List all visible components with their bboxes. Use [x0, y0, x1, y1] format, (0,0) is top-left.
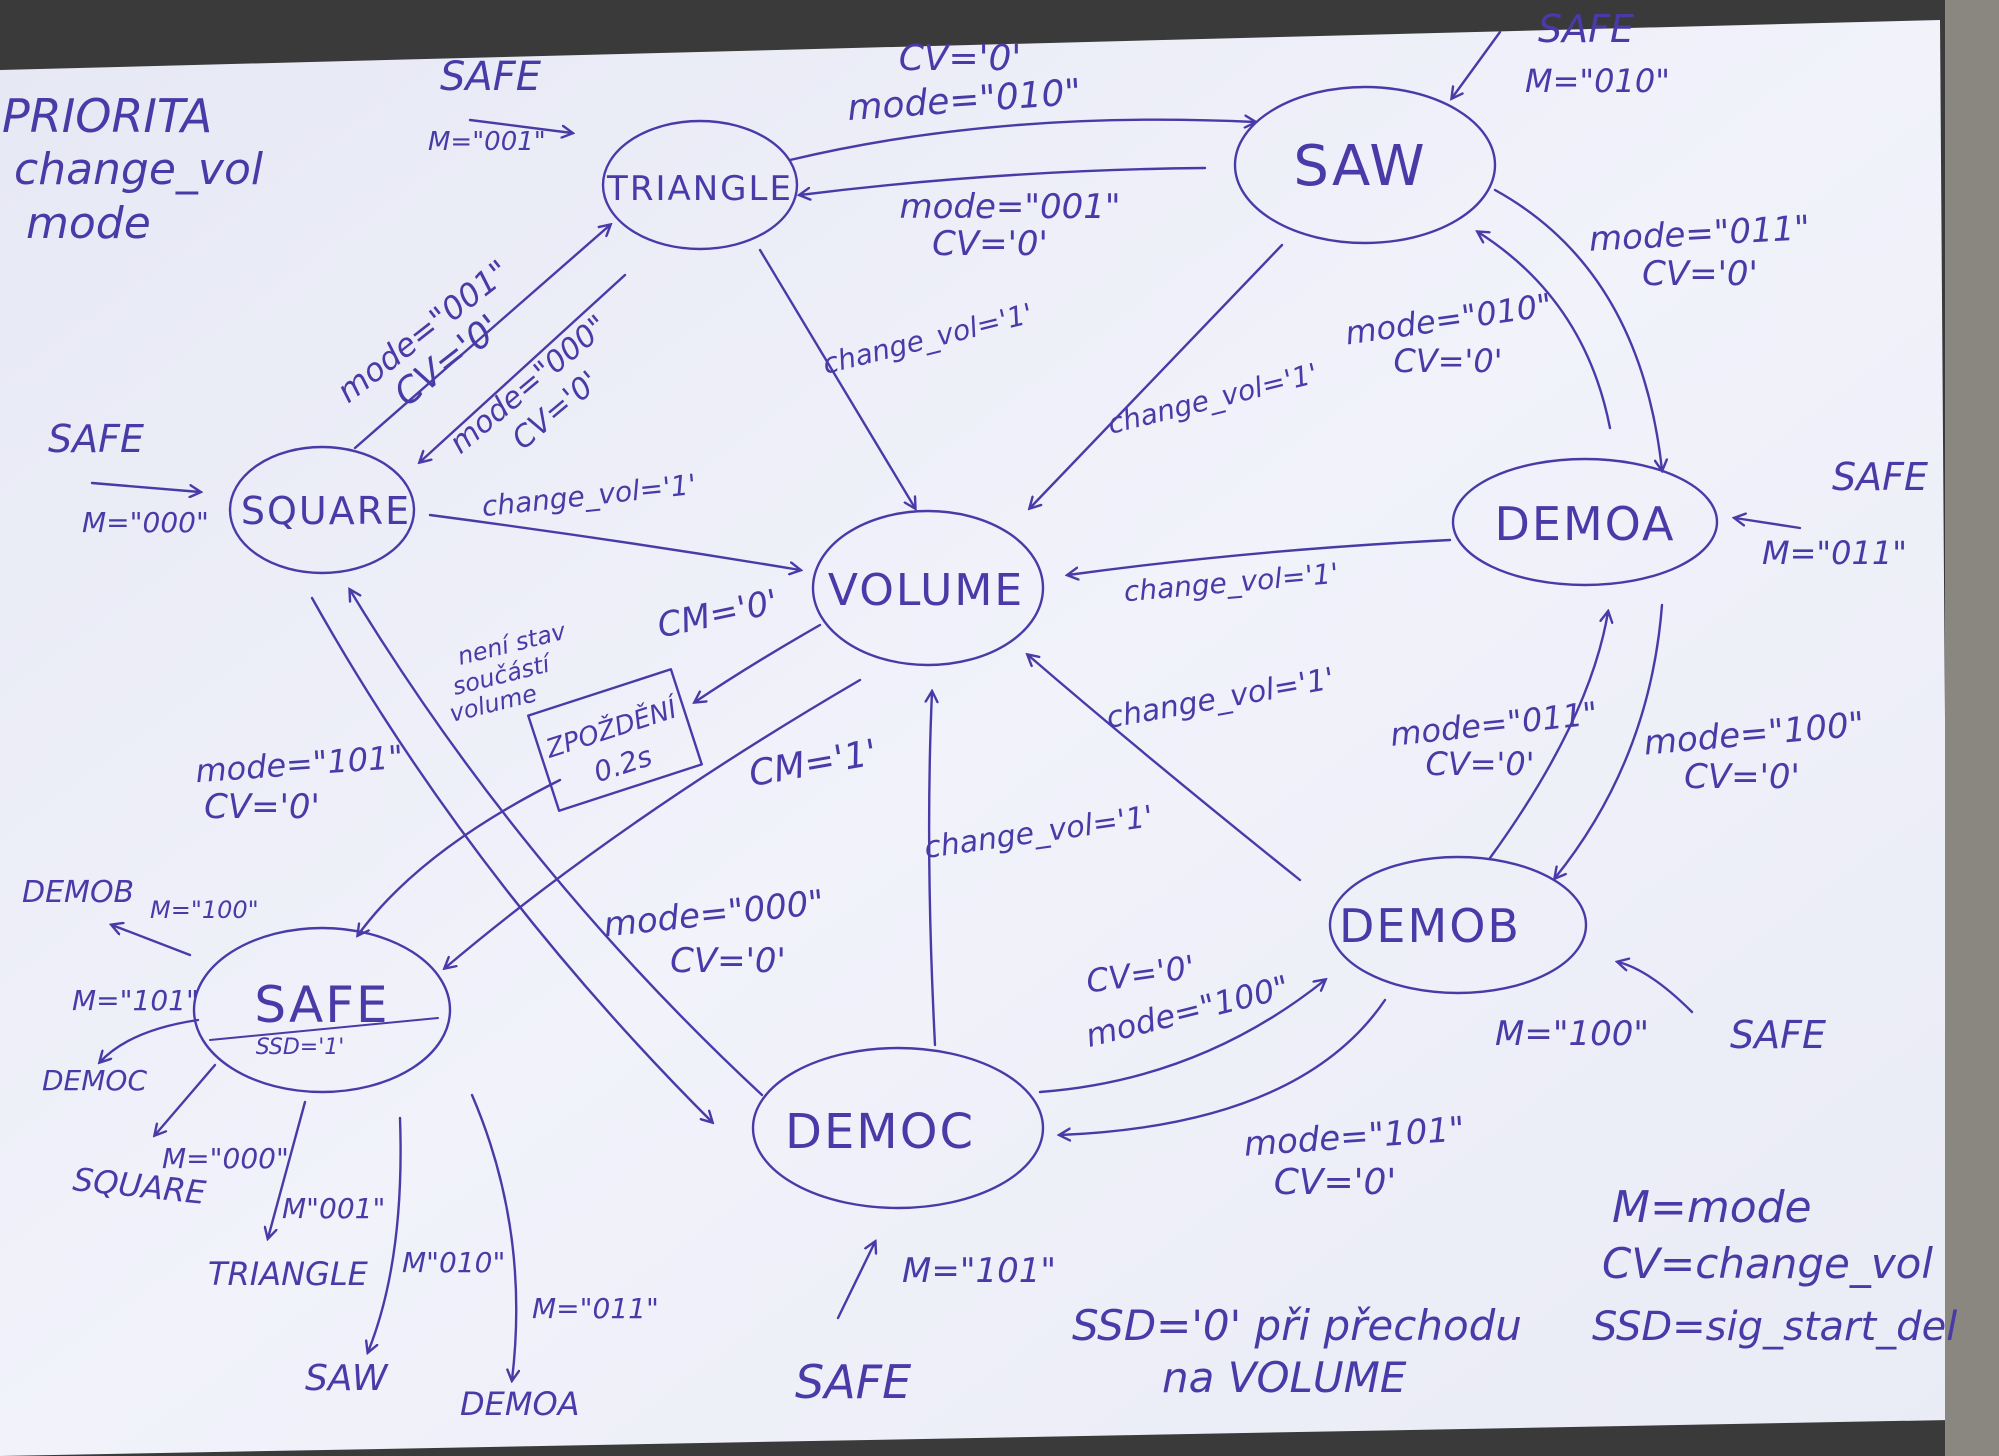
edge-vol-safe: [445, 678, 862, 968]
entry-triangle-m: M="001": [428, 127, 546, 157]
state-square[interactable]: SQUARE: [228, 445, 416, 575]
entry-triangle-safe: SAFE: [440, 54, 542, 100]
state-volume-label: VOLUME: [828, 565, 1024, 616]
edge-saw-demoa-cv: CV='0': [1642, 254, 1758, 294]
edge-democ-sq: [350, 590, 764, 1097]
entry-demob-safe: SAFE: [1730, 1013, 1826, 1057]
table-edge: [1945, 0, 1999, 1456]
edge-democ-sq-cv: CV='0': [204, 787, 320, 827]
entry-democ-m: M="101": [902, 1251, 1056, 1291]
priority-line2: mode: [26, 198, 151, 249]
edge-democ-vol: [929, 692, 935, 1047]
state-square-label: SQUARE: [241, 489, 411, 533]
edge-saw-tri-cv: CV='0': [932, 224, 1048, 264]
entry-triangle: SAFE M="001": [428, 54, 572, 157]
exit-democ: DEMOC: [42, 1064, 147, 1097]
priority-line1: change_vol: [14, 144, 264, 195]
state-demob[interactable]: DEMOB: [1328, 855, 1588, 995]
edge-sq-vol: [428, 513, 800, 570]
state-safe-ssd: SSD='1': [256, 1035, 345, 1060]
edge-saw-tri: [800, 166, 1207, 195]
exit-democ-m: M="101": [72, 984, 199, 1017]
state-triangle-label: TRIANGLE: [606, 169, 793, 209]
exit-saw-m: M"010": [402, 1246, 505, 1279]
note-ssd-1: SSD='0' při přechodu: [1072, 1301, 1522, 1350]
edge-sq-democ: [310, 596, 712, 1122]
exit-demob-m: M="100": [150, 896, 259, 924]
legend-cv: CV=change_vol: [1602, 1239, 1933, 1288]
legend-ssd: SSD=sig_start_del: [1592, 1304, 1957, 1350]
exit-demoa: DEMOA: [460, 1385, 580, 1423]
exit-triangle: TRIANGLE: [208, 1255, 369, 1293]
edge-demoa-demob: [1555, 603, 1664, 878]
state-demoa[interactable]: DEMOA: [1451, 457, 1719, 587]
state-demob-label: DEMOB: [1339, 899, 1521, 953]
edge-tri-saw: [788, 120, 1255, 162]
edge-delay-safe: [358, 778, 562, 935]
state-democ-label: DEMOC: [785, 1104, 975, 1160]
entry-democ-safe: SAFE: [795, 1355, 911, 1409]
exit-triangle-m: M"001": [282, 1192, 385, 1225]
edge-demob-democ-cv: CV='0': [1274, 1162, 1397, 1203]
entry-square-m: M="000": [82, 506, 209, 539]
state-triangle[interactable]: TRIANGLE: [601, 119, 799, 251]
priority-title: PRIORITA: [2, 89, 212, 143]
edge-sq-tri: [353, 225, 610, 450]
entry-demob-m: M="100": [1495, 1014, 1649, 1054]
entry-square: SAFE M="000": [48, 417, 209, 539]
entry-demoa-safe: SAFE: [1832, 455, 1928, 499]
exit-saw: SAW: [305, 1358, 389, 1399]
state-saw[interactable]: SAW: [1233, 85, 1497, 245]
edge-demoa-saw: [1478, 232, 1612, 430]
edge-demob-demoa: [1488, 612, 1608, 860]
edge-demoa-saw-cv: CV='0': [1394, 342, 1503, 380]
edge-sq-democ-cv: CV='0': [670, 941, 786, 981]
legend-m: M=mode: [1612, 1182, 1812, 1233]
entry-saw-safe: SAFE: [1538, 7, 1634, 51]
paper-sheet: [0, 20, 1950, 1456]
exit-square-m: M="000": [162, 1142, 289, 1175]
edge-demob-demoa-cv: CV='0': [1426, 745, 1535, 783]
edge-demoa-demob-cv: CV='0': [1684, 757, 1800, 797]
state-safe[interactable]: SAFE SSD='1': [192, 926, 452, 1094]
entry-demoa-m: M="011": [1762, 534, 1907, 572]
edge-saw-tri-mode: mode="001": [899, 187, 1120, 227]
edge-vol-delay: [695, 623, 822, 702]
edge-tri-vol: [758, 248, 915, 508]
entry-demoa: SAFE M="011": [1735, 455, 1928, 572]
edge-demoa-vol: [1068, 538, 1452, 575]
edge-demob-democ: [1060, 998, 1387, 1135]
safe-exits: DEMOB M="100" M="101" DEMOC M="000" SQUA…: [22, 875, 659, 1423]
entry-democ: SAFE M="101": [795, 1242, 1056, 1409]
edge-saw-vol: [1030, 243, 1284, 508]
state-saw-label: SAW: [1293, 134, 1426, 199]
state-democ[interactable]: DEMOC: [751, 1046, 1045, 1210]
edge-demob-vol: [1028, 655, 1302, 882]
state-volume[interactable]: VOLUME: [811, 509, 1045, 667]
note-ssd-2: na VOLUME: [1162, 1353, 1407, 1402]
entry-saw-m: M="010": [1525, 62, 1670, 100]
edge-tri-saw-cv: CV='0': [899, 38, 1022, 79]
entry-demob: SAFE M="100": [1495, 962, 1826, 1057]
entry-square-safe: SAFE: [48, 417, 144, 461]
edge-saw-demoa: [1493, 188, 1662, 470]
state-demoa-label: DEMOA: [1494, 497, 1675, 551]
entry-saw: SAFE M="010": [1452, 7, 1670, 100]
exit-demob: DEMOB: [22, 875, 134, 910]
edge-democ-demob: [1038, 980, 1325, 1094]
exit-demoa-m: M="011": [532, 1292, 659, 1325]
edge-tri-sq: [420, 273, 627, 462]
